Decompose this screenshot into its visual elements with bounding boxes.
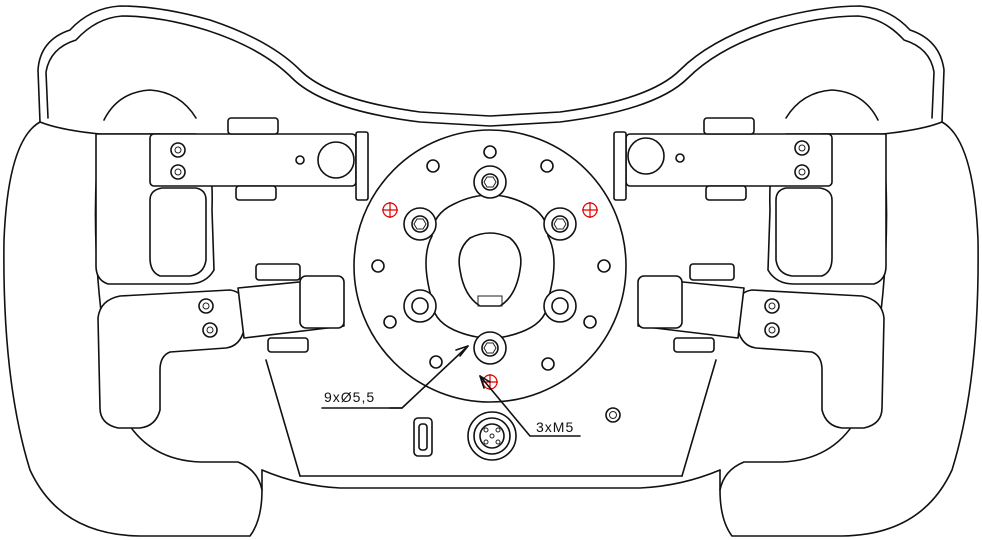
left-upper-shift-paddle	[95, 117, 369, 285]
mounting-hole-icon	[371, 145, 611, 371]
screw-icon	[794, 140, 810, 180]
screw-icon	[198, 298, 218, 338]
annotation-leaders	[321, 345, 581, 437]
usb-c-port	[413, 417, 433, 457]
hub-bolt-icon	[403, 165, 577, 365]
screw-icon	[764, 298, 780, 338]
mounting-holes-label: 9xØ5,5	[324, 389, 375, 405]
left-lower-clutch-paddle	[97, 263, 345, 429]
right-upper-shift-paddle	[613, 117, 887, 285]
threaded-holes-label: 3xM5	[536, 419, 574, 435]
screw-icon	[170, 142, 186, 180]
hub-adapter-plate	[353, 129, 627, 403]
right-lower-clutch-paddle	[637, 263, 885, 429]
led-indicator	[605, 407, 621, 423]
round-connector	[467, 411, 517, 461]
